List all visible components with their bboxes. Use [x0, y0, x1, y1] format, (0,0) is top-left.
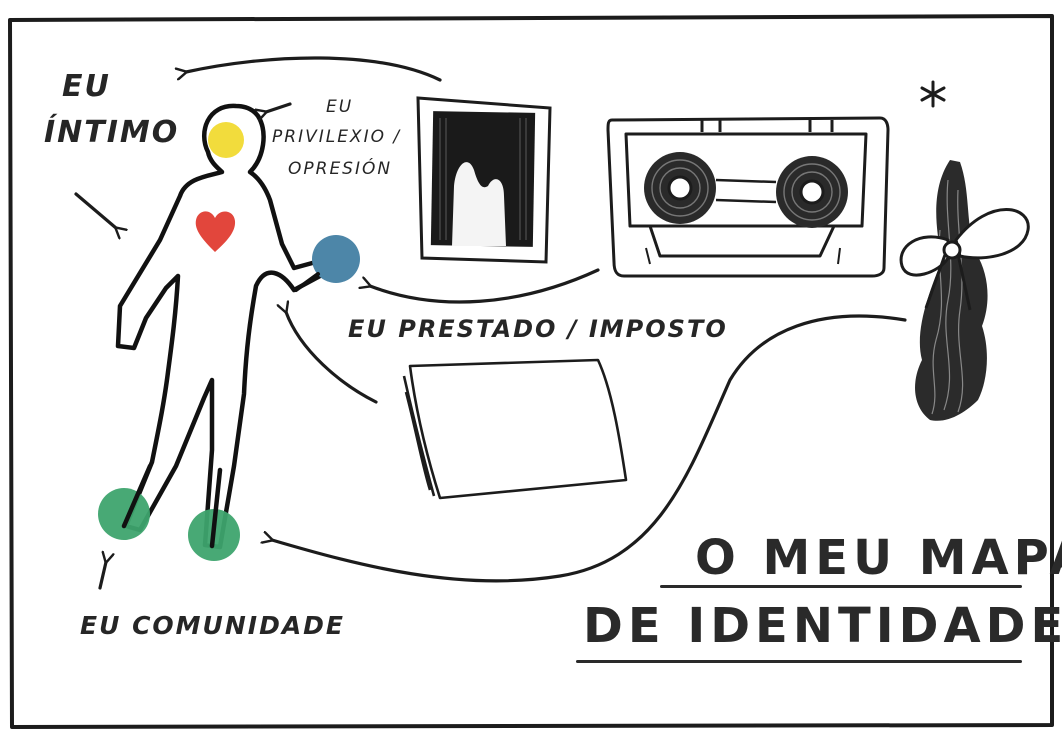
label-eu-comunidade: EU COMUNIDADE: [80, 611, 346, 640]
label-privilexio-1: EU: [326, 97, 354, 117]
person-figure: [115, 103, 323, 550]
label-privilexio-2: PRIVILEXIO /: [272, 127, 402, 147]
arrow-to-head: [266, 102, 292, 112]
title-underline-1: [660, 585, 1022, 588]
frame-border: [8, 14, 1054, 729]
hair-ribbon-icon: [899, 160, 1030, 421]
heart-icon: [195, 211, 236, 252]
arrow-paper-to-arm: [286, 312, 378, 404]
arrow-tape-to-hand: [370, 268, 600, 304]
title-underline-2: [576, 660, 1022, 663]
label-eu-intimo-2: ÍNTIMO: [44, 115, 180, 150]
hand-dot: [312, 235, 360, 283]
arrow-to-foot: [98, 562, 106, 590]
left-foot-dot: [98, 488, 150, 540]
photo-icon: [416, 96, 552, 264]
head-dot: [208, 122, 244, 158]
label-privilexio-3: OPRESIÓN: [288, 159, 393, 179]
label-eu-prestado: EU PRESTADO / IMPOSTO: [348, 315, 728, 343]
cassette-tape-icon: [606, 116, 890, 278]
title-line-1: O MEU MAPA: [695, 530, 1062, 586]
arrow-photo-to-intimo: [186, 56, 442, 82]
title-line-2: DE IDENTIDADE: [583, 598, 1062, 654]
label-eu-intimo-1: EU: [62, 69, 111, 104]
paper-sheet-icon: [402, 358, 628, 500]
asterisk-icon: [920, 80, 946, 108]
arrow-intimo-to-body: [74, 192, 116, 228]
arrow-hair-to-feet: [272, 314, 907, 583]
